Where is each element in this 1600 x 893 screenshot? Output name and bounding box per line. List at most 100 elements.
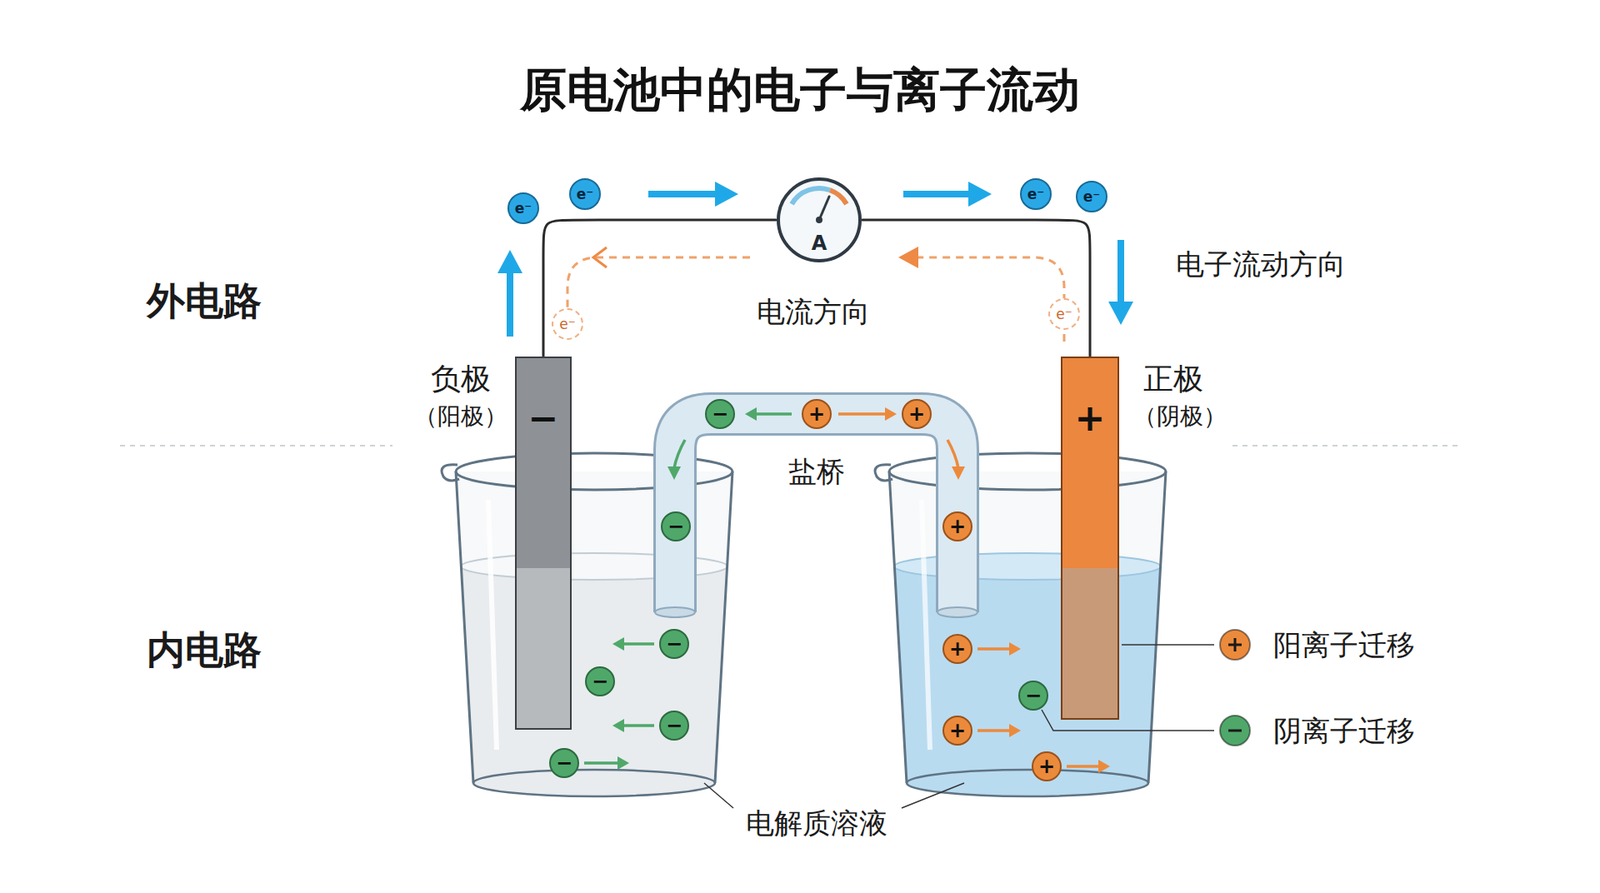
current-direction-head [593,247,607,268]
cation-arrow [977,647,1011,651]
anion-arrow-head [612,637,625,651]
electron-flow-arrow [506,270,514,337]
cation-arrow-head [951,466,965,480]
liquid-surface [894,553,1161,580]
ion-sign: − [591,671,609,692]
cation-arrow-head [1009,724,1021,738]
electron-symbol: e⁻ [1027,187,1045,202]
anion-circle: − [1018,680,1049,711]
ammeter-letter: A [811,233,828,254]
ion-sign: + [949,639,966,660]
anion-arrow [674,440,685,469]
circuit-wire [543,220,776,357]
anion-arrow [622,724,655,728]
anion-circle: − [705,399,735,430]
dial-scale [830,190,847,205]
anion-arrow-head [745,407,757,421]
beaker-bottom [906,770,1149,797]
legend-swatch [1220,630,1250,660]
anion-arrow-head [612,719,625,733]
anion-circle: − [660,511,691,542]
ion-sign: + [949,516,966,537]
ion-sign: − [665,634,683,655]
electrode-label: 负极 [430,361,491,396]
cation-arrow [1066,765,1100,769]
cation-arrow [947,440,959,469]
legend-swatch-icon [1218,714,1252,748]
electron-flow-label: 电子流动方向 [1175,248,1346,281]
circuit-wire [862,220,1090,357]
legend-entry: 阴离子迁移 [1218,714,1415,748]
cation-circle: + [942,634,973,665]
electron-flow-arrow-head [1108,301,1134,325]
anion-arrow [622,642,655,646]
electron-badge: e⁻ [1020,178,1052,210]
ammeter: A [775,176,863,264]
ion-sign: − [555,753,573,774]
ion-sign: + [1038,756,1055,777]
electron-flow-arrow-head [715,181,739,207]
current-direction-line [916,257,1065,342]
cation-circle: + [901,399,932,430]
cation-circle: + [942,511,973,542]
electron-flow-arrow [903,190,972,198]
legend-entry: 阳离子迁移 [1218,628,1415,662]
electron-flow-arrow-head [497,250,523,274]
anion-circle: − [659,710,690,741]
beaker-spout [441,465,460,481]
charge-sign [1228,730,1242,733]
ion-sign: + [808,404,825,425]
positive-electrode: + [1060,356,1120,720]
ion-sign: − [667,516,685,537]
electron-flow-arrow-head [968,181,992,207]
current-label: 电流方向 [756,295,870,329]
solution-label: 电解质溶液 [745,807,888,840]
dial-pivot [815,216,823,224]
electron-badge: e⁻ [507,192,540,225]
anion-circle: − [659,629,690,660]
ion-sign: − [1025,685,1042,706]
salt-bridge-label: 盐桥 [788,455,845,489]
region-label: 外电路 [146,279,262,324]
beaker-bottom [473,770,715,797]
cation-circle: + [801,399,832,430]
leader-line [901,783,965,809]
anion-arrow-head [617,756,630,770]
separator-line [120,445,393,447]
glass-highlight [488,500,497,750]
beaker-spout [875,465,893,481]
cation-arrow-head [1009,642,1021,656]
electron-badge: e⁻ [1075,180,1108,213]
ion-sign: + [949,720,966,741]
ion-sign: − [665,715,683,736]
anion-circle: − [549,748,580,779]
anion-arrow [584,761,620,765]
ion-sign: − [711,404,729,425]
current-electron-badge: e⁻ [1048,298,1080,330]
anion-circle: − [585,666,615,697]
current-electron-badge: e⁻ [551,308,584,340]
anion-arrow-head [667,466,681,480]
legend-text: 阳离子迁移 [1273,630,1415,660]
electron-symbol: e⁻ [1055,307,1072,322]
electron-symbol: e⁻ [1083,190,1101,205]
electron-flow-arrow [648,190,719,198]
dial-scale [791,188,830,205]
cation-circle: + [1031,751,1062,782]
leader-line [704,783,734,809]
current-direction-head [898,246,919,269]
ion-sign: + [908,404,925,425]
legend-swatch-icon [1218,628,1252,662]
electrode-sublabel: （阳极） [414,403,508,430]
electrode-sign: − [528,400,560,437]
cation-arrow [838,412,887,416]
cation-circle: + [942,715,973,746]
electron-badge: e⁻ [569,178,601,210]
salt-bridge-inner [675,414,958,611]
negative-electrode: − [515,356,572,730]
salt-bridge-tube [675,414,958,613]
salt-bridge-end [655,607,695,618]
